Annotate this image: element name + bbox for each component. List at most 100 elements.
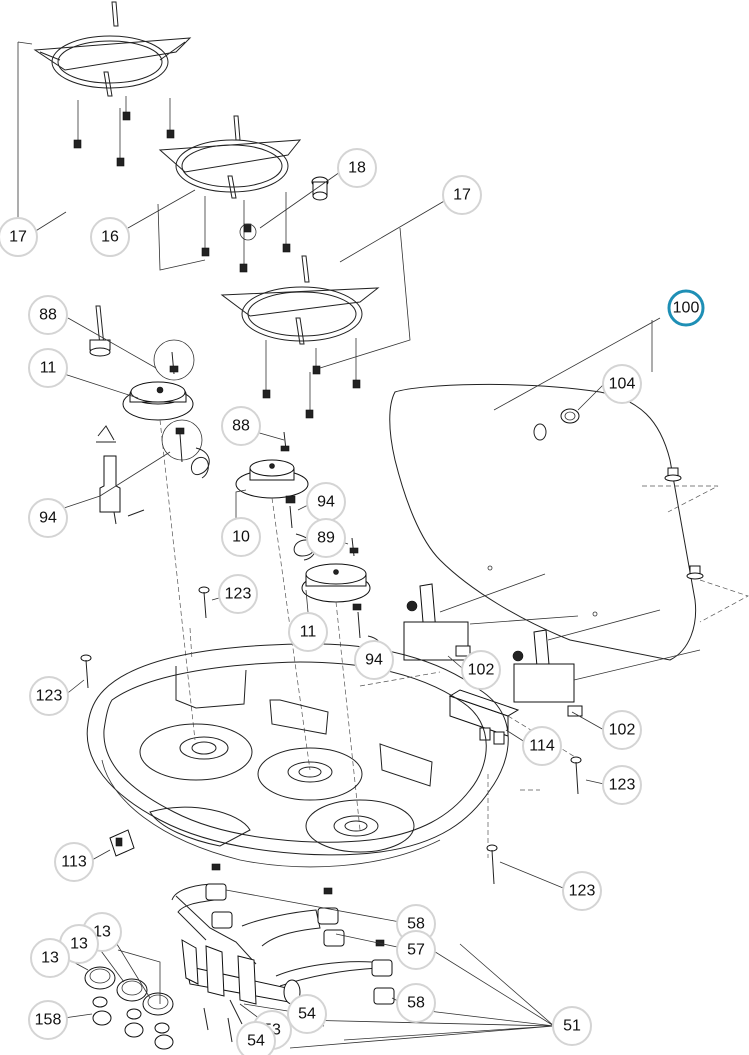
callout-bubble (288, 612, 328, 652)
callout-104: 104 (602, 364, 642, 404)
callout-bubble (337, 148, 377, 188)
callout-51: 51 (552, 1006, 592, 1046)
callout-label: 51 (563, 1018, 581, 1035)
callout-54: 54 (287, 994, 327, 1034)
callout-label: 104 (609, 376, 636, 393)
callout-bubble (29, 676, 69, 716)
glass-lid (389, 383, 749, 661)
callout-label: 17 (453, 187, 471, 204)
callout-17: 17 (442, 175, 482, 215)
callout-13: 13 (59, 924, 99, 964)
callout-bubble (287, 994, 327, 1034)
callout-bubble (236, 1021, 276, 1055)
callout-label: 94 (365, 652, 383, 669)
pan-support-top (33, 1, 192, 158)
callout-bubble (28, 498, 68, 538)
callout-label: 123 (225, 586, 252, 603)
part-18-grommet (311, 176, 329, 201)
callout-bubble (396, 930, 436, 970)
callout-label: 58 (407, 916, 425, 933)
callout-label: 88 (232, 418, 250, 435)
callout-bubble (354, 640, 394, 680)
callout-label: 94 (39, 510, 57, 527)
callout-123: 123 (218, 574, 258, 614)
callout-label: 13 (93, 924, 111, 941)
callout-88: 88 (28, 295, 68, 335)
hob-tray (86, 627, 509, 868)
callout-label: 113 (61, 854, 87, 871)
callout-bubble (28, 1000, 68, 1040)
hinge-left (403, 583, 471, 661)
pan-support-bottom (220, 255, 380, 410)
callout-bubble (221, 406, 261, 446)
callout-11: 11 (288, 612, 328, 652)
callout-123: 123 (602, 765, 642, 805)
callout-bubble (396, 983, 436, 1023)
callout-label: 17 (9, 229, 27, 246)
callout-123: 123 (562, 871, 602, 911)
callout-bubble (306, 518, 346, 558)
callout-bubble (218, 574, 258, 614)
callout-89: 89 (306, 518, 346, 558)
callout-label: 10 (232, 529, 250, 546)
callout-label: 102 (609, 722, 636, 739)
leader-lines (17, 41, 661, 1049)
callout-158: 158 (28, 1000, 68, 1040)
callout-bubble (667, 289, 705, 327)
rubber-feet (73, 111, 361, 419)
callout-bubble (221, 517, 261, 557)
callout-label: 123 (569, 883, 596, 900)
part-104-ring (560, 408, 580, 424)
callout-label: 16 (101, 229, 119, 246)
callout-54: 54 (236, 1021, 276, 1055)
callout-bubble (28, 348, 68, 388)
callout-18: 18 (337, 148, 377, 188)
callout-bubble (562, 871, 602, 911)
callout-17: 17 (0, 217, 38, 257)
callout-label: 13 (70, 936, 88, 953)
callout-bubble (602, 364, 642, 404)
control-knobs (84, 949, 174, 1050)
callout-bubble (30, 938, 70, 978)
callout-label: 123 (609, 777, 636, 794)
callout-label: 13 (41, 950, 59, 967)
callout-94: 94 (306, 482, 346, 522)
callout-100: 100 (667, 289, 705, 327)
callout-11: 11 (28, 348, 68, 388)
clip-113 (109, 829, 135, 857)
callout-123: 123 (29, 676, 69, 716)
hinge-pin (664, 467, 704, 580)
callout-bubble (602, 765, 642, 805)
callout-113: 113 (54, 842, 94, 882)
burner-left (122, 381, 196, 741)
callout-label: 58 (407, 995, 425, 1012)
callout-label: 158 (35, 1012, 62, 1029)
callout-label: 11 (40, 360, 57, 377)
callout-label: 54 (298, 1006, 316, 1023)
callout-114: 114 (522, 726, 562, 766)
callout-102: 102 (602, 710, 642, 750)
callout-label: 89 (317, 530, 335, 547)
callout-13: 13 (30, 938, 70, 978)
callout-label: 88 (39, 307, 57, 324)
callout-bubble (602, 710, 642, 750)
callout-bubble (442, 175, 482, 215)
callout-16: 16 (90, 217, 130, 257)
hinge-right (512, 629, 583, 717)
callout-57: 57 (396, 930, 436, 970)
callout-label: 57 (407, 942, 425, 959)
callout-102: 102 (461, 650, 501, 690)
burner-middle (235, 459, 311, 771)
callout-label: 11 (300, 624, 317, 641)
callout-label: 18 (348, 160, 366, 177)
callout-bubble (522, 726, 562, 766)
callout-10: 10 (221, 517, 261, 557)
callout-label: 94 (317, 494, 335, 511)
callout-88: 88 (221, 406, 261, 446)
electrodes (89, 305, 384, 667)
callout-bubble (0, 217, 38, 257)
callout-layer: 17 16 18 17 100 104 88 11 94 88 94 10 89 11 94 123 123 10… (0, 148, 705, 1055)
callout-bubble (90, 217, 130, 257)
